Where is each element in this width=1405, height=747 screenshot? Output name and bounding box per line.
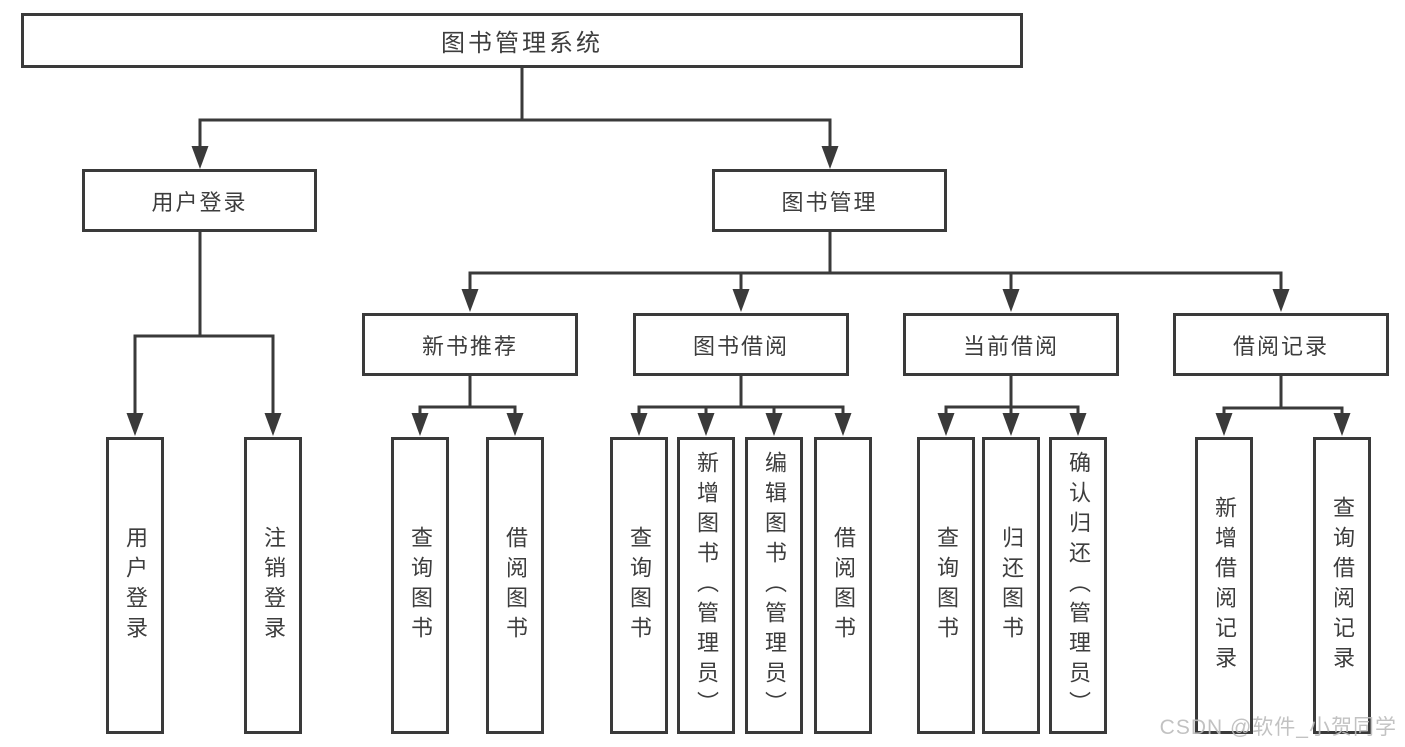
leaf-query-books-borrow: 查询图书 — [610, 437, 668, 734]
node-current-borrow: 当前借阅 — [903, 313, 1119, 376]
leaf-query-books-recommend: 查询图书 — [391, 437, 449, 734]
node-book-borrow: 图书借阅 — [633, 313, 849, 376]
node-user-login: 用户登录 — [82, 169, 317, 232]
node-book-management: 图书管理 — [712, 169, 947, 232]
leaf-borrow-books: 借阅图书 — [814, 437, 872, 734]
leaf-query-books-current: 查询图书 — [917, 437, 975, 734]
leaf-add-borrow-record: 新增借阅记录 — [1195, 437, 1253, 734]
leaf-user-login: 用户登录 — [106, 437, 164, 734]
arrowheads — [126, 146, 1351, 436]
node-root: 图书管理系统 — [21, 13, 1023, 68]
leaf-confirm-return-admin: 确认归还（管理员） — [1049, 437, 1107, 734]
leaf-return-books: 归还图书 — [982, 437, 1040, 734]
leaf-query-borrow-record: 查询借阅记录 — [1313, 437, 1371, 734]
leaf-borrow-books-recommend: 借阅图书 — [486, 437, 544, 734]
watermark-text: CSDN @软件_小贺同学 — [1159, 716, 1397, 739]
leaf-add-books-admin: 新增图书（管理员） — [677, 437, 735, 734]
node-borrow-records: 借阅记录 — [1173, 313, 1389, 376]
node-new-book-recommend: 新书推荐 — [362, 313, 578, 376]
leaf-logout: 注销登录 — [244, 437, 302, 734]
leaf-edit-books-admin: 编辑图书（管理员） — [745, 437, 803, 734]
